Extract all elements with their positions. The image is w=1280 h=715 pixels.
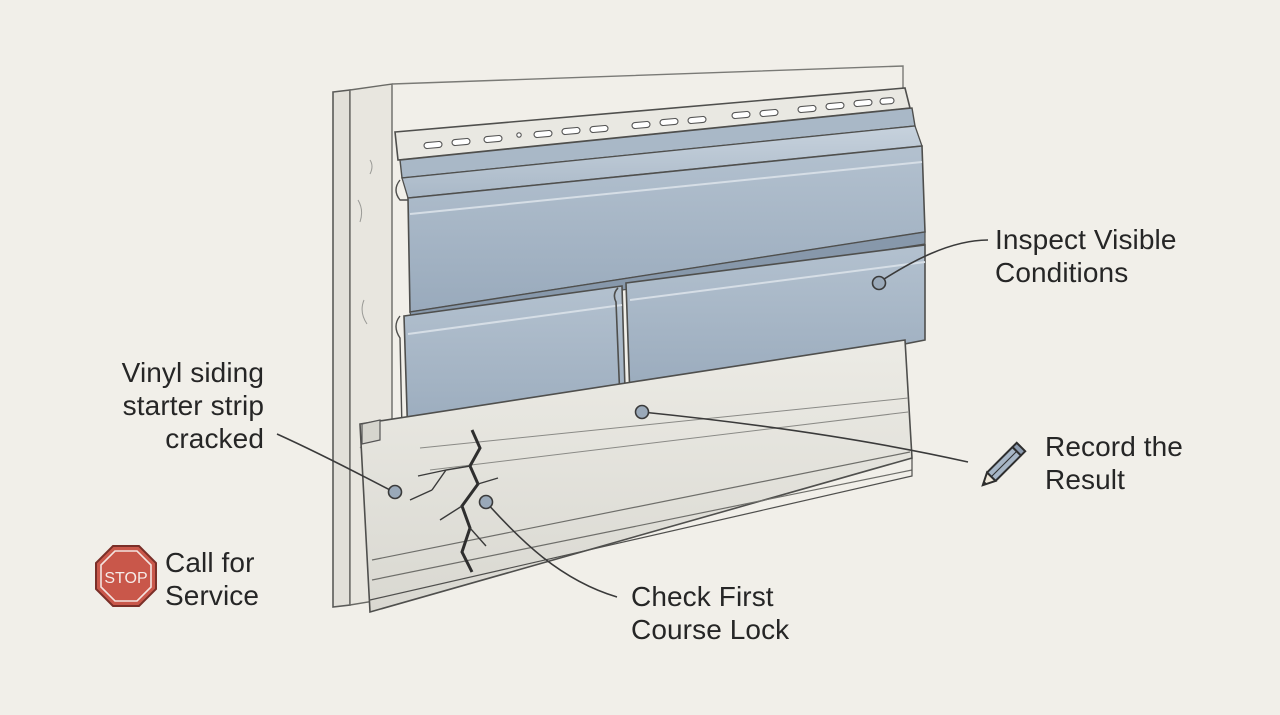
nailing-hem <box>394 87 916 179</box>
label-starter-strip-cracked: Vinyl siding starter strip cracked <box>122 356 264 455</box>
label-record-result: Record the Result <box>1045 430 1183 496</box>
marker-cracked <box>387 484 403 500</box>
label-line: Result <box>1045 464 1125 495</box>
label-line: Conditions <box>995 257 1129 288</box>
leader-inspect <box>877 239 989 284</box>
label-line: starter strip <box>122 390 264 421</box>
leader-cracked <box>276 433 395 493</box>
starter-strip <box>359 339 913 614</box>
label-line: Course Lock <box>631 614 790 645</box>
marker-record <box>634 404 650 420</box>
label-inspect-conditions: Inspect Visible Conditions <box>995 223 1177 289</box>
marker-check <box>478 494 494 510</box>
leader-lines <box>276 239 989 598</box>
stop-sign-icon: STOP <box>95 545 157 607</box>
marker-inspect <box>871 275 887 291</box>
label-line: Vinyl siding <box>121 357 264 388</box>
pencil-icon <box>981 441 1027 487</box>
leader-check <box>485 501 618 598</box>
label-check-first-course-lock: Check First Course Lock <box>631 580 789 646</box>
label-call-for-service: Call for Service <box>165 546 259 612</box>
label-line: Check First <box>631 581 774 612</box>
leader-record <box>641 411 969 463</box>
label-line: Service <box>165 580 260 611</box>
label-line: Call for <box>165 547 255 578</box>
label-line: Inspect Visible <box>995 224 1177 255</box>
label-line: cracked <box>165 423 264 454</box>
label-line: Record the <box>1045 431 1183 462</box>
stop-sign-text: STOP <box>104 570 147 587</box>
